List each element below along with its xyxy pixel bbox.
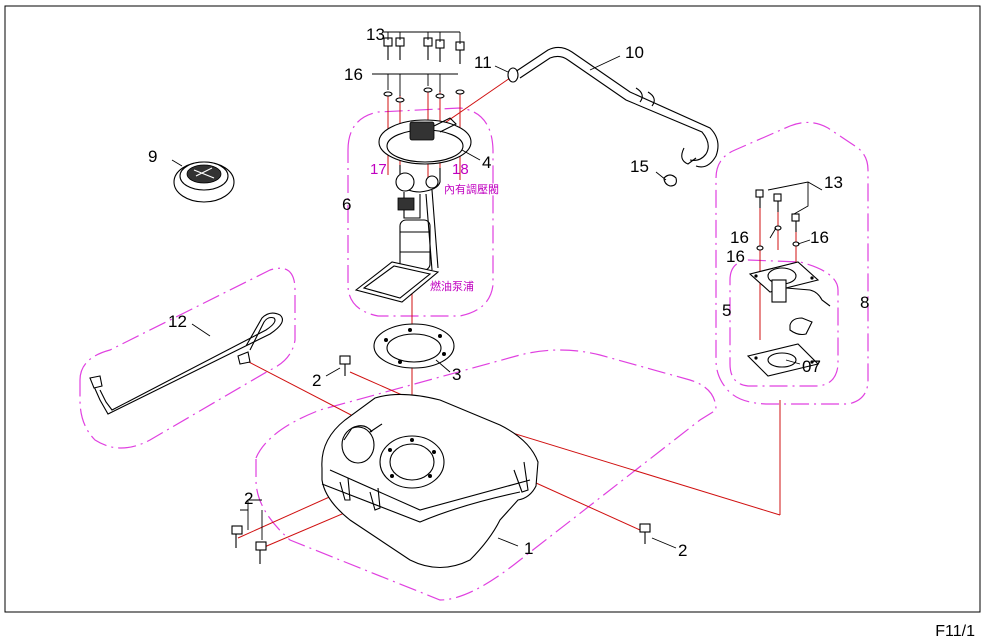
callout-9: 9 [148,147,157,166]
group-outline-8 [715,121,869,405]
callout-8: 8 [860,293,869,312]
callout-16-sensor-a: 16 [730,228,749,247]
callout-12: 12 [168,312,187,331]
sensor-screws [755,189,800,251]
callout-16-sensor-c: 16 [726,247,745,266]
callout-17: 17 [370,161,387,178]
group-outline-5 [729,259,839,387]
callout-2-left: 2 [244,489,253,508]
fuel-tank [321,393,539,568]
leader-lines [171,31,823,549]
callout-5: 5 [722,301,731,320]
callout-2-top: 2 [312,371,321,390]
page-id: F11/1 [935,623,975,640]
note-fuel-pump: 燃油泵浦 [430,279,474,293]
fuel-pump-assembly [354,117,472,303]
callout-4: 4 [482,153,491,172]
callout-16-sensor-b: 16 [810,228,829,247]
callout-07: 07 [802,357,821,376]
callout-13-sensor: 13 [824,173,843,192]
diagram-border [4,5,981,613]
group-outline-6 [347,107,494,317]
callout-13-pump: 13 [366,25,385,44]
callout-18: 18 [452,161,469,178]
fuel-level-sensor [746,261,831,377]
callout-3: 3 [452,365,461,384]
callout-6: 6 [342,195,351,214]
reference-lines [237,77,797,549]
callout-labels: 13 16 11 10 9 15 4 6 17 18 內有調壓閥 燃油泵浦 12… [148,25,869,560]
pump-screws [383,37,465,103]
callout-11: 11 [474,53,492,72]
group-outline-1 [255,349,717,601]
callout-16-pump: 16 [344,65,363,84]
pump-ring-gasket [373,323,455,369]
fuel-cap [173,161,235,203]
callout-2-right: 2 [678,541,687,560]
tank-bolts [231,355,651,564]
callout-15: 15 [630,157,649,176]
callout-1: 1 [524,539,533,558]
group-outline-12 [79,267,296,449]
fuel-hose [507,46,719,187]
note-pressure-regulator: 內有調壓閥 [444,182,499,196]
callout-10: 10 [625,43,644,62]
breather-hose [89,312,283,415]
